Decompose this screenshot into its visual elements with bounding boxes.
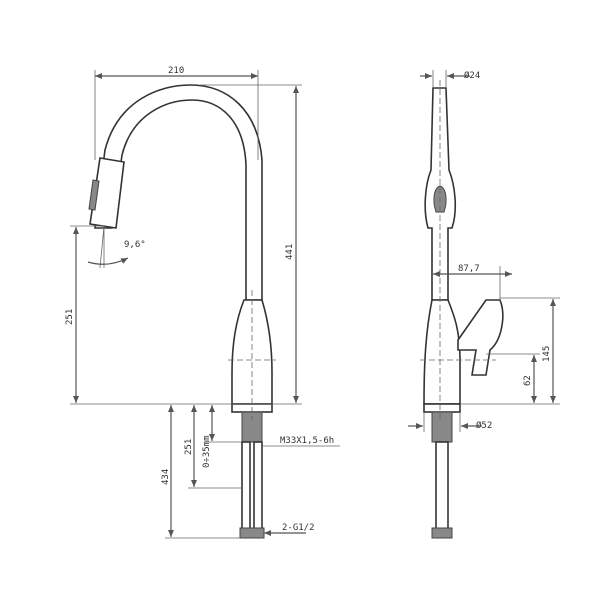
front-body bbox=[231, 299, 273, 405]
dim-251-left-label: 251 bbox=[65, 309, 75, 325]
side-thread bbox=[431, 411, 453, 443]
front-hose-left bbox=[241, 441, 251, 535]
dim-210-label: 210 bbox=[168, 66, 184, 76]
thread-label: M33X1,5-6h bbox=[280, 436, 334, 446]
hose-label: 2-G1/2 bbox=[282, 523, 315, 533]
dim-angle-label: 9,6° bbox=[124, 240, 146, 250]
dim-434-label: 434 bbox=[161, 469, 171, 485]
front-hose-right bbox=[253, 441, 263, 535]
side-view: Ø24 87,7 145 62 Ø52 bbox=[408, 70, 560, 539]
side-handle bbox=[457, 299, 504, 376]
dim-62-label: 62 bbox=[523, 375, 533, 386]
side-hose-nut bbox=[431, 527, 453, 539]
dim-145-label: 145 bbox=[542, 346, 552, 362]
dim-dia24-label: Ø24 bbox=[464, 70, 480, 81]
dim-0-35-label: 0÷35mm bbox=[202, 435, 212, 468]
front-spray-head-grip bbox=[88, 179, 100, 211]
front-view: 210 441 251 9,6° 434 251 0÷35mm M33X1,5-… bbox=[65, 66, 340, 539]
dim-441-label: 441 bbox=[285, 244, 295, 260]
side-body bbox=[423, 299, 461, 405]
side-hose bbox=[435, 441, 449, 535]
dim-251-lower-label: 251 bbox=[184, 439, 194, 455]
side-base bbox=[423, 403, 461, 413]
dim-dia52-label: Ø52 bbox=[476, 420, 492, 431]
dim-87-7-label: 87,7 bbox=[458, 264, 480, 274]
front-hose-nut bbox=[239, 527, 265, 539]
